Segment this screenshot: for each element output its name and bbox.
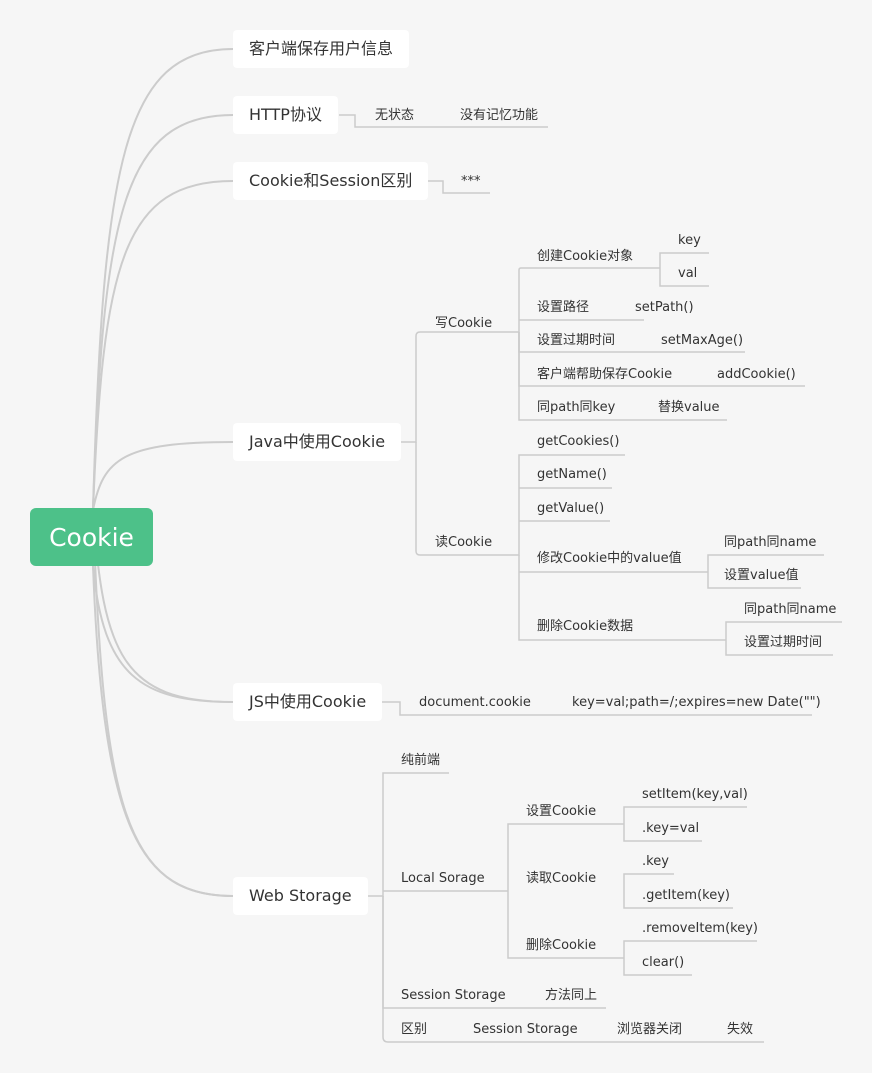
connector-line <box>367 701 812 716</box>
connector-line <box>518 555 726 641</box>
ws-read-cookie[interactable]: 读取Cookie <box>526 871 597 886</box>
connector-line <box>92 509 234 897</box>
connector-line <box>415 442 517 556</box>
connector-line <box>92 48 234 511</box>
connector-line <box>659 252 709 268</box>
connector-line <box>92 180 234 511</box>
java-create-key[interactable]: key <box>678 233 701 248</box>
java-create-val[interactable]: val <box>678 266 698 281</box>
http-stateless[interactable]: 无状态 <box>375 108 415 123</box>
java-delete-cookie[interactable]: 删除Cookie数据 <box>537 619 634 634</box>
java-client-help-fn[interactable]: addCookie() <box>717 367 796 382</box>
connector-line <box>725 640 833 656</box>
connector-line <box>518 332 727 421</box>
http-no-memory[interactable]: 没有记忆功能 <box>460 108 539 123</box>
connector-line <box>364 772 449 897</box>
js-document-cookie[interactable]: document.cookie <box>419 695 531 710</box>
ws-get-item[interactable]: .getItem(key) <box>642 888 730 903</box>
topic-js-cookie[interactable]: JS中使用Cookie <box>233 683 383 721</box>
connector-line <box>623 940 757 958</box>
java-same-path-key[interactable]: 同path同key <box>537 400 616 415</box>
ws-diff[interactable]: 区别 <box>401 1022 428 1037</box>
ws-clear[interactable]: clear() <box>642 955 685 970</box>
java-set-path[interactable]: 设置路径 <box>537 300 590 315</box>
topic-cookie-session-diff[interactable]: Cookie和Session区别 <box>233 162 429 200</box>
java-delete-same[interactable]: 同path同name <box>744 602 837 617</box>
java-set-expire[interactable]: 设置过期时间 <box>537 333 616 348</box>
ws-set-item[interactable]: setItem(key,val) <box>642 787 748 802</box>
connector-line <box>623 806 747 824</box>
connector-line <box>725 621 842 640</box>
topic-http[interactable]: HTTP协议 <box>233 96 338 134</box>
java-create-cookie[interactable]: 创建Cookie对象 <box>537 249 634 264</box>
java-modify-same[interactable]: 同path同name <box>724 535 817 550</box>
java-get-value[interactable]: getValue() <box>537 501 605 516</box>
topic-java-cookie[interactable]: Java中使用Cookie <box>233 423 402 461</box>
connector-line <box>92 114 234 511</box>
connector-line <box>517 454 625 556</box>
connector-line <box>92 441 234 511</box>
java-client-help[interactable]: 客户端帮助保存Cookie <box>537 367 673 382</box>
connector-line <box>659 268 709 287</box>
connector-line <box>382 896 764 1043</box>
ws-remove-item[interactable]: .removeItem(key) <box>642 921 758 936</box>
ws-delete-cookie[interactable]: 删除Cookie <box>526 938 597 953</box>
ws-session-note[interactable]: 方法同上 <box>545 988 598 1003</box>
ws-session-storage[interactable]: Session Storage <box>401 988 506 1003</box>
root-node[interactable]: Cookie <box>30 508 153 566</box>
java-set-expire-fn[interactable]: setMaxAge() <box>661 333 744 348</box>
connector-line <box>517 267 660 333</box>
connector-line <box>339 114 548 128</box>
connector-line <box>92 565 234 897</box>
ws-pure-front[interactable]: 纯前端 <box>401 753 441 768</box>
java-replace-value[interactable]: 替换value <box>658 400 720 415</box>
java-read-cookie[interactable]: 读Cookie <box>435 535 493 550</box>
connector-line <box>398 331 517 443</box>
ws-local-storage[interactable]: Local Sorage <box>401 871 485 886</box>
ws-diff-browser-close[interactable]: 浏览器关闭 <box>617 1022 683 1037</box>
java-modify-value[interactable]: 修改Cookie中的value值 <box>537 551 682 566</box>
connector-line <box>623 891 733 909</box>
connector-line <box>623 873 674 891</box>
java-set-path-fn[interactable]: setPath() <box>635 300 694 315</box>
java-delete-set[interactable]: 设置过期时间 <box>744 635 823 650</box>
connector-line <box>623 824 702 842</box>
java-get-name[interactable]: getName() <box>537 467 607 482</box>
connector-line <box>507 891 624 959</box>
topic-web-storage[interactable]: Web Storage <box>233 877 368 915</box>
ws-set-cookie[interactable]: 设置Cookie <box>526 804 597 819</box>
ws-set-key[interactable]: .key=val <box>642 821 700 836</box>
connector-line <box>424 180 490 194</box>
java-get-cookies[interactable]: getCookies() <box>537 434 620 449</box>
ws-diff-invalid[interactable]: 失效 <box>727 1022 754 1037</box>
connector-line <box>707 572 801 589</box>
java-write-cookie[interactable]: 写Cookie <box>435 316 493 331</box>
ws-diff-session[interactable]: Session Storage <box>473 1022 578 1037</box>
connector-line <box>507 823 624 891</box>
java-modify-set[interactable]: 设置value值 <box>724 568 799 583</box>
js-format[interactable]: key=val;path=/;expires=new Date("") <box>572 695 821 710</box>
connector-line <box>623 958 692 976</box>
connector-line <box>92 565 234 703</box>
connector-line <box>707 554 824 572</box>
ws-read-key[interactable]: .key <box>642 854 669 869</box>
diff-note[interactable]: *** <box>461 174 481 189</box>
topic-client-save[interactable]: 客户端保存用户信息 <box>233 30 410 68</box>
